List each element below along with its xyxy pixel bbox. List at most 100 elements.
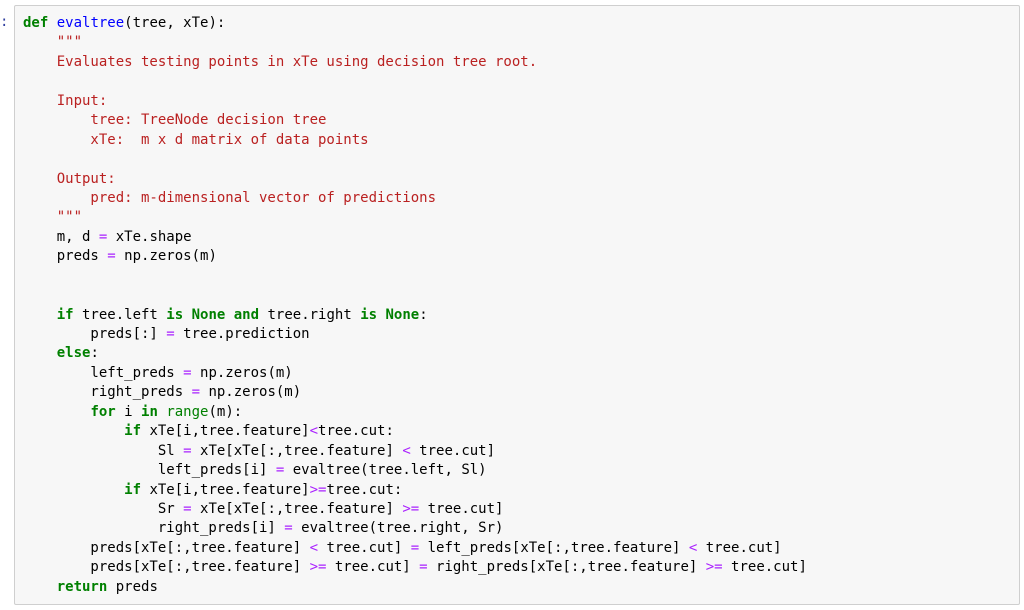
- keyword: if: [124, 423, 142, 440]
- code-text: preds[xTe[:,tree.feature]: [23, 539, 310, 556]
- operator: <: [309, 423, 319, 440]
- code-text: left_preds: [23, 364, 184, 381]
- code-line-19: left_preds = np.zeros(m): [23, 364, 807, 383]
- code-text: right_preds: [23, 384, 192, 401]
- code-line-21: for i in range(m):: [23, 403, 807, 422]
- code-line-20: right_preds = np.zeros(m): [23, 383, 807, 402]
- keyword: for: [90, 403, 116, 420]
- code-text: tree.right: [259, 306, 361, 323]
- operator: <: [688, 539, 698, 556]
- code-text: np.zeros(m): [200, 384, 302, 401]
- code-text: (m):: [208, 403, 243, 420]
- code-text: tree.cut]: [318, 539, 411, 556]
- cell-prompt: :: [0, 14, 9, 30]
- code-line-1: def evaltree(tree, xTe):: [23, 14, 807, 33]
- code-text: np.zeros(m): [191, 364, 293, 381]
- code-line-6: tree: TreeNode decision tree: [23, 112, 327, 129]
- code-line-14: [23, 267, 807, 286]
- code-text: tree.cut]: [722, 559, 807, 576]
- operator: =: [410, 539, 420, 556]
- code-line-16: if tree.left is None and tree.right is N…: [23, 306, 807, 325]
- code-text: right_preds[i]: [23, 520, 285, 537]
- keyword: if: [124, 481, 142, 498]
- code-line-8: [23, 150, 807, 169]
- operator: =: [419, 559, 428, 576]
- operator: >=: [309, 481, 327, 498]
- code-line-23: Sl = xTe[xTe[:,tree.feature] < tree.cut]: [23, 442, 807, 461]
- code-text: tree.cut]: [697, 539, 782, 556]
- code-text: np.zeros(m): [115, 248, 217, 265]
- code-line-2: """: [23, 34, 83, 51]
- keyword: None: [385, 306, 420, 323]
- code-line-13: preds = np.zeros(m): [23, 247, 807, 266]
- code-text: :: [419, 306, 428, 323]
- code-line-5: Input:: [23, 92, 108, 109]
- code-block: def evaltree(tree, xTe): """ Evaluates t…: [23, 14, 807, 597]
- code-line-15: [23, 286, 807, 305]
- code-text: preds: [23, 248, 108, 265]
- code-text: preds[:]: [23, 326, 167, 342]
- operator: =: [183, 364, 192, 381]
- operator: =: [166, 326, 175, 342]
- code-line-12: m, d = xTe.shape: [23, 228, 807, 247]
- code-line-30: return preds: [23, 578, 807, 597]
- code-line-22: if xTe[i,tree.feature]<tree.cut:: [23, 422, 807, 441]
- code-text: evaltree(tree.right, Sr): [292, 520, 504, 537]
- code-text: xTe[i,tree.feature]: [141, 481, 310, 498]
- code-text: left_preds[i]: [23, 462, 276, 479]
- code-text: xTe[i,tree.feature]: [141, 423, 310, 440]
- code-line-11: """: [23, 209, 83, 226]
- code-text: left_preds[xTe[:,tree.feature]: [419, 539, 689, 556]
- operator: =: [191, 384, 201, 401]
- builtin: range: [166, 403, 209, 420]
- code-text: m, d: [23, 228, 99, 245]
- code-text: xTe.shape: [107, 228, 192, 245]
- keyword: and: [233, 306, 260, 323]
- code-text: right_preds[xTe[:,tree.feature]: [427, 559, 706, 576]
- code-line-10: pred: m-dimensional vector of prediction…: [23, 189, 437, 206]
- code-line-18: else:: [23, 344, 807, 363]
- code-line-26: Sr = xTe[xTe[:,tree.feature] >= tree.cut…: [23, 500, 807, 519]
- operator: =: [98, 228, 108, 245]
- function-signature: (tree, xTe):: [124, 15, 226, 31]
- keyword: if: [56, 306, 74, 323]
- operator: =: [107, 248, 116, 265]
- code-text: Sl: [23, 442, 184, 459]
- code-line-3: Evaluates testing points in xTe using de…: [23, 53, 538, 70]
- code-line-7: xTe: m x d matrix of data points: [23, 131, 369, 148]
- code-text: tree.cut]: [410, 442, 496, 459]
- code-line-28: preds[xTe[:,tree.feature] < tree.cut] = …: [23, 539, 807, 558]
- keyword: None: [191, 306, 226, 323]
- keyword: else: [56, 345, 91, 362]
- code-line-9: Output:: [23, 170, 116, 187]
- code-text: xTe[xTe[:,tree.feature]: [191, 500, 403, 517]
- operator: =: [183, 500, 192, 517]
- code-text: preds: [107, 578, 158, 595]
- keyword: is: [360, 306, 378, 323]
- keyword: is: [166, 306, 184, 323]
- operator: =: [183, 442, 192, 459]
- code-text: tree.cut:: [318, 423, 394, 440]
- operator: =: [284, 520, 293, 537]
- code-line-4: [23, 72, 807, 91]
- code-text: xTe[xTe[:,tree.feature]: [191, 442, 403, 459]
- code-line-24: left_preds[i] = evaltree(tree.left, Sl): [23, 461, 807, 480]
- code-line-29: preds[xTe[:,tree.feature] >= tree.cut] =…: [23, 558, 807, 577]
- operator: <: [309, 539, 319, 556]
- function-name: evaltree: [56, 15, 125, 31]
- code-line-17: preds[:] = tree.prediction: [23, 325, 807, 344]
- operator: >=: [309, 559, 327, 576]
- keyword-def: def: [23, 15, 49, 31]
- operator: >=: [705, 559, 723, 576]
- code-text: Sr: [23, 500, 184, 517]
- code-text: tree.cut]: [326, 559, 420, 576]
- code-text: i: [115, 403, 142, 420]
- code-text: preds[xTe[:,tree.feature]: [23, 559, 310, 576]
- code-text: tree.cut:: [326, 481, 403, 498]
- code-editor[interactable]: def evaltree(tree, xTe): """ Evaluates t…: [14, 5, 1020, 605]
- operator: =: [275, 462, 285, 479]
- code-text: tree.cut]: [419, 500, 504, 517]
- code-text: evaltree(tree.left, Sl): [284, 462, 487, 479]
- code-line-25: if xTe[i,tree.feature]>=tree.cut:: [23, 481, 807, 500]
